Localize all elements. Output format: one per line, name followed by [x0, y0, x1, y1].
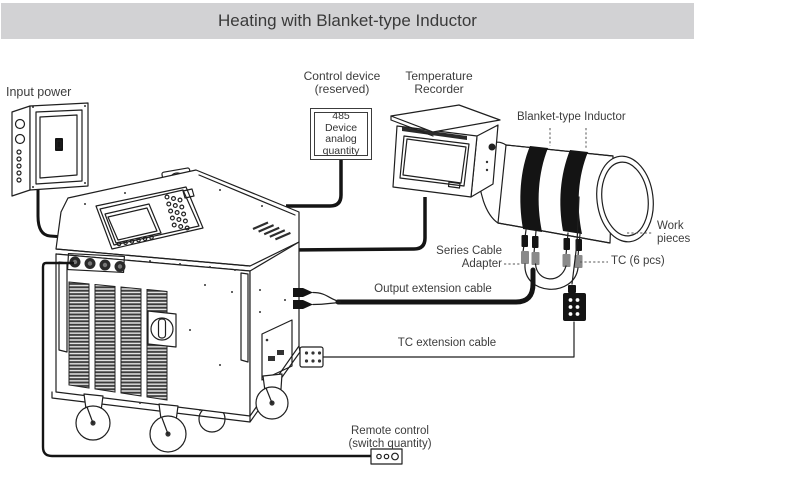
tc-count-label: TC (6 pcs)	[611, 255, 665, 267]
series-cable-adapter-graphic	[524, 263, 579, 290]
control-device-cable	[286, 160, 343, 208]
page-title: Heating with Blanket-type Inductor	[218, 11, 477, 30]
series-cable-adapter-label: Series Cable Adapter	[436, 245, 502, 270]
output-extension-cable-line	[335, 267, 536, 305]
side-door	[261, 319, 293, 381]
temperature-recorder-label: Temperature Recorder	[405, 69, 473, 96]
side-vent-slots	[252, 221, 291, 241]
tc-extension-graphic	[322, 285, 586, 358]
inductor-band-1	[520, 146, 548, 232]
tc-extension-cable-label: TC extension cable	[397, 337, 497, 349]
recorder-cable	[287, 197, 427, 252]
work-pieces-label: Work pieces	[657, 220, 691, 245]
tc-junction-block	[563, 293, 586, 321]
remote-control-graphic	[41, 261, 403, 465]
temperature-recorder-device	[390, 104, 501, 198]
casters	[75, 373, 289, 453]
control-device-box: 485 Device analog quantity	[310, 108, 372, 160]
keypad	[164, 194, 190, 231]
control-device-label: Control device (reserved)	[303, 69, 381, 96]
input-power-label: Input power	[6, 85, 72, 99]
inductor-band-2	[560, 150, 588, 234]
induction-heater-machine	[51, 167, 301, 453]
recorder-knob	[488, 143, 496, 151]
button-row	[116, 235, 154, 247]
leader-lines	[504, 128, 653, 265]
remote-control-label: Remote control (switch quantity)	[348, 425, 432, 450]
front-connectors	[67, 252, 126, 274]
tc-plug	[568, 285, 576, 293]
tc-machine-block	[299, 346, 324, 368]
remote-control-box	[370, 448, 403, 465]
blanket-inductor-label: Blanket-type Inductor	[517, 111, 626, 123]
power-switch	[147, 310, 177, 348]
control-panel	[95, 186, 204, 250]
workpiece-pipe-graphic	[478, 141, 654, 290]
input-power-panel	[11, 102, 89, 239]
tc-wire	[571, 196, 580, 285]
output-cable-plugs	[293, 288, 341, 309]
input-power-cable	[36, 188, 65, 239]
title-bar: Heating with Blanket-type Inductor	[1, 3, 694, 39]
remote-control-cable	[41, 261, 371, 458]
output-extension-cable-label: Output extension cable	[374, 283, 492, 295]
